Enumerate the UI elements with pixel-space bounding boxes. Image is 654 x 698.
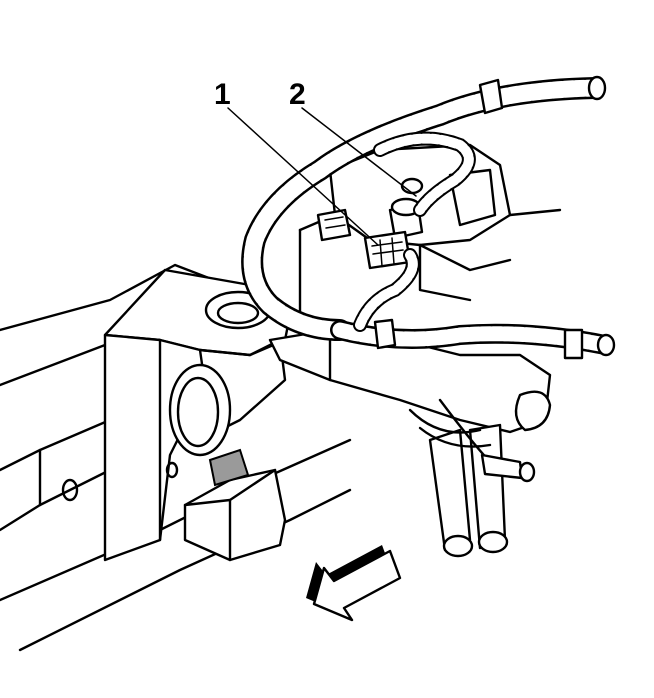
direction-arrow-icon xyxy=(306,545,402,622)
callout-label-2: 2 xyxy=(289,78,306,111)
harness-connector xyxy=(316,208,412,270)
line-fitting xyxy=(438,398,536,483)
callout-label-1: 1 xyxy=(214,78,231,111)
callout-leaders xyxy=(227,107,417,246)
vertical-posts xyxy=(408,408,509,558)
frame-bracket xyxy=(103,268,292,562)
lower-block xyxy=(183,448,287,562)
